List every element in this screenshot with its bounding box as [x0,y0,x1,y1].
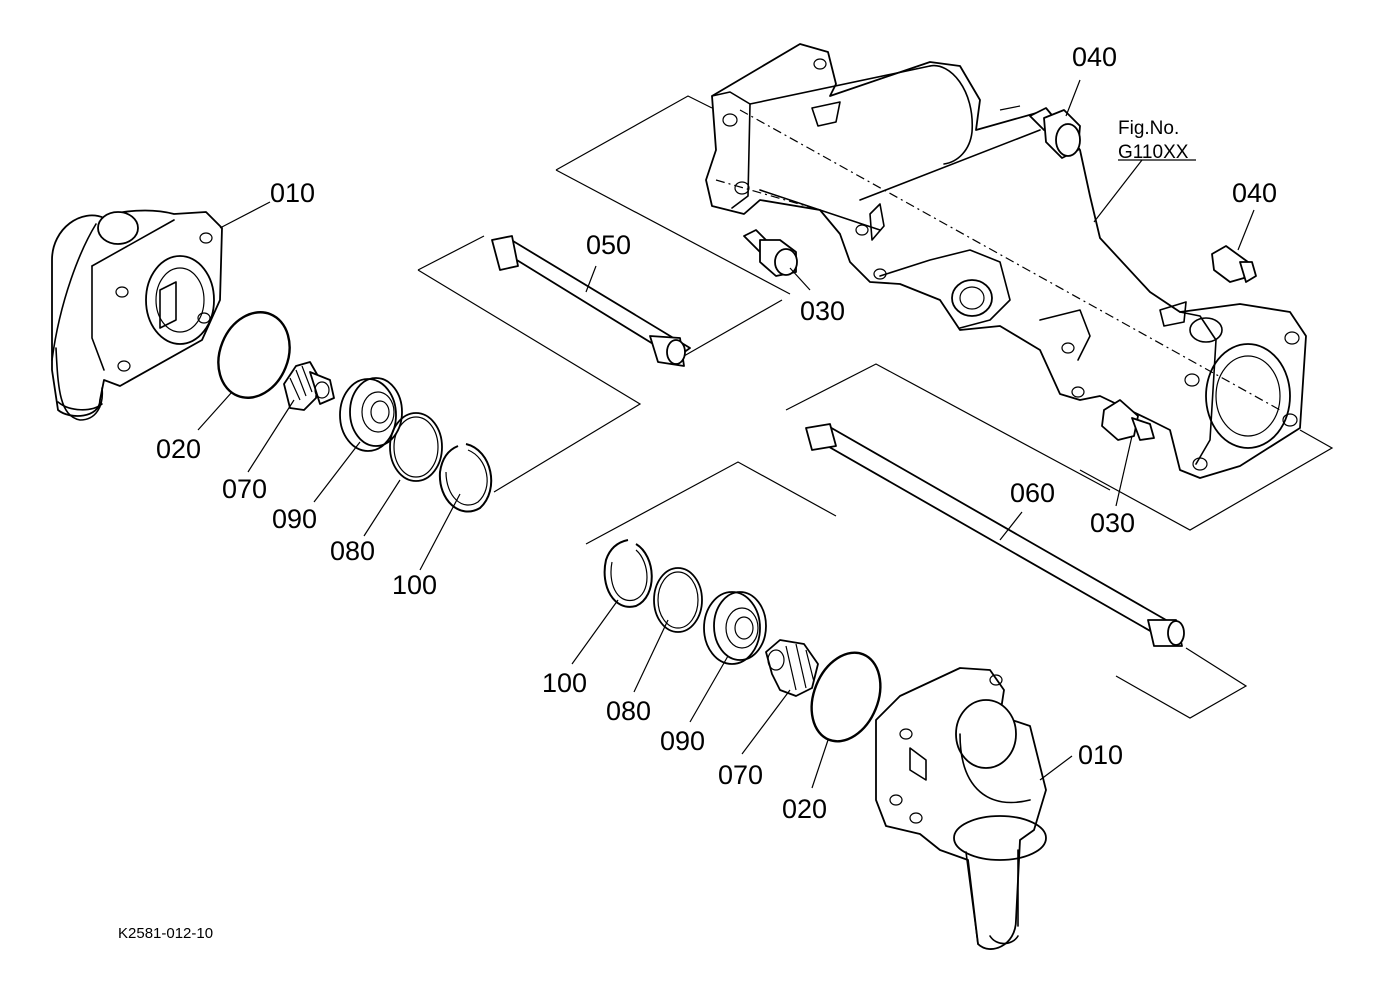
plug-040-right [1211,245,1257,283]
label-100-right: 100 [542,668,587,698]
bevel-gear-070-right [765,639,819,697]
axle-case [705,43,1307,479]
label-020-left: 020 [156,434,201,464]
snap-ring-100-right [603,539,653,608]
label-010-right: 010 [1078,740,1123,770]
label-090-left: 090 [272,504,317,534]
label-010-left: 010 [270,178,315,208]
label-040-upper: 040 [1072,42,1117,72]
shim-080-right-inner [657,571,699,629]
o-ring-020-left [217,311,291,399]
shaft-050 [491,235,691,367]
snap-ring-100-left-inner [445,449,488,506]
label-050: 050 [586,230,631,260]
label-030-lower: 030 [1090,508,1135,538]
label-040-right: 040 [1232,178,1277,208]
housing-010-left [51,209,223,421]
label-060: 060 [1010,478,1055,508]
bevel-gear-070-left [283,361,335,411]
o-ring-020-right [810,651,882,743]
shim-080-right [653,567,703,633]
housing-010-right [875,667,1047,950]
label-020-right: 020 [782,794,827,824]
assembly-frames [417,95,1334,719]
bearing-090-right [703,591,767,665]
fig-ref-number: G110XX [1118,142,1189,163]
shim-080-left [389,412,443,482]
label-030-mid: 030 [800,296,845,326]
label-070-left: 070 [222,474,267,504]
shim-080-left-inner [393,416,439,478]
shaft-060 [805,423,1185,647]
bearing-090-left [339,377,403,452]
snap-ring-100-right-inner [610,549,648,601]
fig-ref-label: Fig.No. [1118,118,1179,139]
snap-ring-100-left [438,443,493,513]
drawing-code: K2581-012-10 [118,925,213,942]
plug-030-lower [1101,399,1155,441]
leader-lines [197,79,1255,789]
label-070-right: 070 [718,760,763,790]
label-080-right: 080 [606,696,651,726]
plug-040-upper [1029,107,1081,159]
label-090-right: 090 [660,726,705,756]
label-080-left: 080 [330,536,375,566]
label-100-left: 100 [392,570,437,600]
plug-030-mid [743,229,798,277]
